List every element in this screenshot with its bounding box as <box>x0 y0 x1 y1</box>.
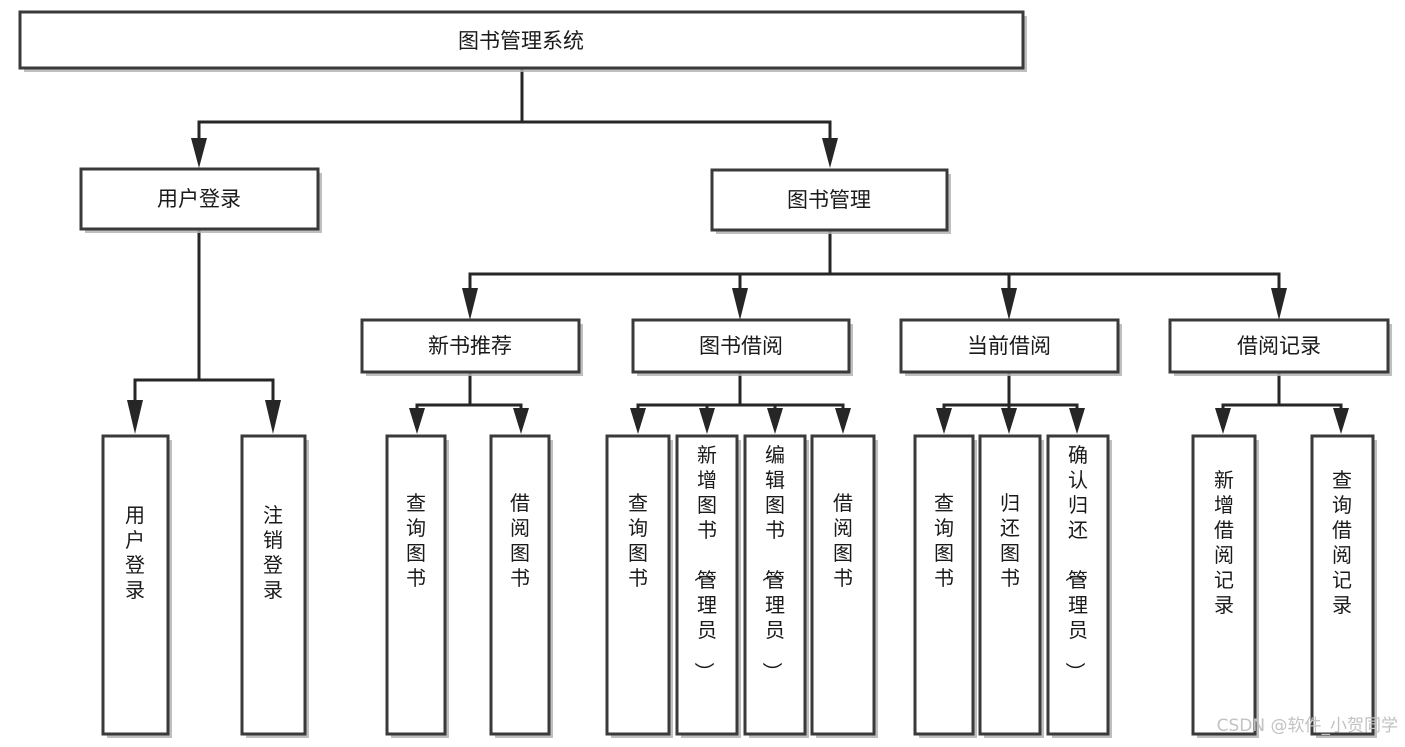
borrow-record-box[interactable] <box>1168 318 1390 374</box>
connector-group-root-to-level2 <box>191 66 838 168</box>
leaf-currentborrow-query-label: 查询图书 <box>934 491 954 590</box>
leaf-currentborrow-return-label: 归还图书 <box>1000 491 1020 590</box>
arrow-to-newbook <box>462 288 478 320</box>
leaf-bookborrow-add-box[interactable] <box>675 434 739 736</box>
leaf-node-bookborrow-borrow-book[interactable]: 借阅图书 <box>810 434 878 738</box>
leaf-currentborrow-confirm-box[interactable] <box>1046 434 1110 736</box>
node-book-management[interactable]: 图书管理 <box>710 168 951 234</box>
connector-group-bookborrow-to-leaves <box>630 371 851 434</box>
arrow-bookborrow-leaf3 <box>767 408 783 434</box>
arrow-bookborrow-leaf1 <box>630 408 646 434</box>
book-borrow-label: 图书借阅 <box>699 334 783 358</box>
leaf-newbook-query-box[interactable] <box>385 434 447 736</box>
leaf-node-currentborrow-return-book[interactable]: 归还图书 <box>978 434 1044 738</box>
leaf-node-bookborrow-add-book-admin[interactable]: 新增图书（管理员） <box>675 434 741 738</box>
leaf-borrowrecord-add-label: 新增借阅记录 <box>1214 468 1234 617</box>
arrow-borrowrecord-leaf2 <box>1333 408 1349 434</box>
book-borrow-box[interactable] <box>631 318 851 374</box>
leaf-bookborrow-query-label: 查询图书 <box>628 491 648 590</box>
arrow-to-borrowrecord <box>1271 288 1287 320</box>
arrow-borrowrecord-leaf1 <box>1215 408 1231 434</box>
leaf-newbook-borrow-box[interactable] <box>489 434 551 736</box>
connector-group-bookmanage-to-level3 <box>462 230 1287 320</box>
user-login-label: 用户登录 <box>157 187 241 211</box>
leaf-node-user-login-logout[interactable]: 注销登录 <box>240 434 309 738</box>
leaf-node-newbook-query-book[interactable]: 查询图书 <box>385 434 449 738</box>
leaf-user-login-login-box[interactable] <box>101 434 170 736</box>
node-root-book-management-system[interactable]: 图书管理系统 <box>18 10 1027 72</box>
current-borrow-label: 当前借阅 <box>967 334 1051 358</box>
new-book-recommend-box[interactable] <box>360 318 581 374</box>
borrow-record-label: 借阅记录 <box>1237 334 1321 358</box>
leaf-currentborrow-confirm-label: 确认归还（管理员） <box>1063 443 1088 682</box>
arrow-bookborrow-leaf2 <box>699 408 715 434</box>
connector-group-newbook-to-leaves <box>409 371 529 434</box>
arrow-to-currentborrow <box>1001 288 1017 320</box>
leaf-node-newbook-borrow-book[interactable]: 借阅图书 <box>489 434 553 738</box>
leaf-node-currentborrow-confirm-return-admin[interactable]: 确认归还（管理员） <box>1046 434 1112 738</box>
leaf-borrowrecord-query-box[interactable] <box>1310 434 1375 736</box>
connector-group-borrowrecord-to-leaves <box>1215 371 1349 434</box>
current-borrow-box[interactable] <box>899 318 1120 374</box>
node-book-borrow[interactable]: 图书借阅 <box>631 318 853 376</box>
node-user-login[interactable]: 用户登录 <box>79 167 322 233</box>
leaf-bookborrow-edit-label: 编辑图书（管理员） <box>760 443 785 682</box>
arrow-newbook-leaf2 <box>513 408 529 434</box>
user-login-box[interactable] <box>79 167 320 231</box>
arrow-to-book-manage <box>822 138 838 168</box>
leaf-user-login-logout-box[interactable] <box>240 434 307 736</box>
arrow-currentborrow-leaf1 <box>936 408 952 434</box>
leaf-bookborrow-query-box[interactable] <box>605 434 671 736</box>
node-new-book-recommend[interactable]: 新书推荐 <box>360 318 583 376</box>
arrow-to-bookborrow <box>732 288 748 320</box>
leaf-bookborrow-borrow-box[interactable] <box>810 434 876 736</box>
connector-group-currentborrow-to-leaves <box>936 371 1085 434</box>
leaf-node-user-login-login[interactable]: 用户登录 <box>101 434 172 738</box>
arrow-to-user-login <box>191 138 207 168</box>
leaf-borrowrecord-add-box[interactable] <box>1191 434 1257 736</box>
root-label: 图书管理系统 <box>458 29 584 53</box>
book-management-box[interactable] <box>710 168 949 232</box>
arrow-userlogin-leaf2 <box>265 400 281 434</box>
new-book-recommend-label: 新书推荐 <box>428 334 512 358</box>
book-management-label: 图书管理 <box>787 188 871 212</box>
leaf-node-bookborrow-query-book[interactable]: 查询图书 <box>605 434 673 738</box>
leaf-borrowrecord-query-label: 查询借阅记录 <box>1332 468 1352 617</box>
root-box[interactable] <box>18 10 1025 70</box>
arrow-newbook-leaf1 <box>409 408 425 434</box>
csdn-watermark: CSDN @软件_小贺同学 <box>1217 716 1398 736</box>
leaf-newbook-query-label: 查询图书 <box>406 491 426 590</box>
leaf-bookborrow-edit-box[interactable] <box>743 434 807 736</box>
leaf-node-currentborrow-query-book[interactable]: 查询图书 <box>913 434 977 738</box>
arrow-userlogin-leaf1 <box>127 400 143 434</box>
leaf-user-login-logout-label: 注销登录 <box>263 503 283 602</box>
node-current-borrow[interactable]: 当前借阅 <box>899 318 1122 376</box>
leaf-bookborrow-borrow-label: 借阅图书 <box>833 491 853 590</box>
arrow-bookborrow-leaf4 <box>835 408 851 434</box>
leaf-user-login-login-label: 用户登录 <box>125 503 145 602</box>
connector-group-userlogin-to-leaves <box>127 230 281 434</box>
leaf-currentborrow-query-box[interactable] <box>913 434 975 736</box>
arrow-currentborrow-leaf3 <box>1069 408 1085 434</box>
leaf-currentborrow-return-box[interactable] <box>978 434 1042 736</box>
leaf-node-bookborrow-edit-book-admin[interactable]: 编辑图书（管理员） <box>743 434 809 738</box>
leaf-newbook-borrow-label: 借阅图书 <box>510 491 530 590</box>
leaf-node-borrowrecord-add-record[interactable]: 新增借阅记录 <box>1191 434 1259 738</box>
leaf-bookborrow-add-label: 新增图书（管理员） <box>692 443 717 682</box>
arrow-currentborrow-leaf2 <box>1001 408 1017 434</box>
node-borrow-record[interactable]: 借阅记录 <box>1168 318 1392 376</box>
leaf-node-borrowrecord-query-record[interactable]: 查询借阅记录 <box>1310 434 1377 738</box>
